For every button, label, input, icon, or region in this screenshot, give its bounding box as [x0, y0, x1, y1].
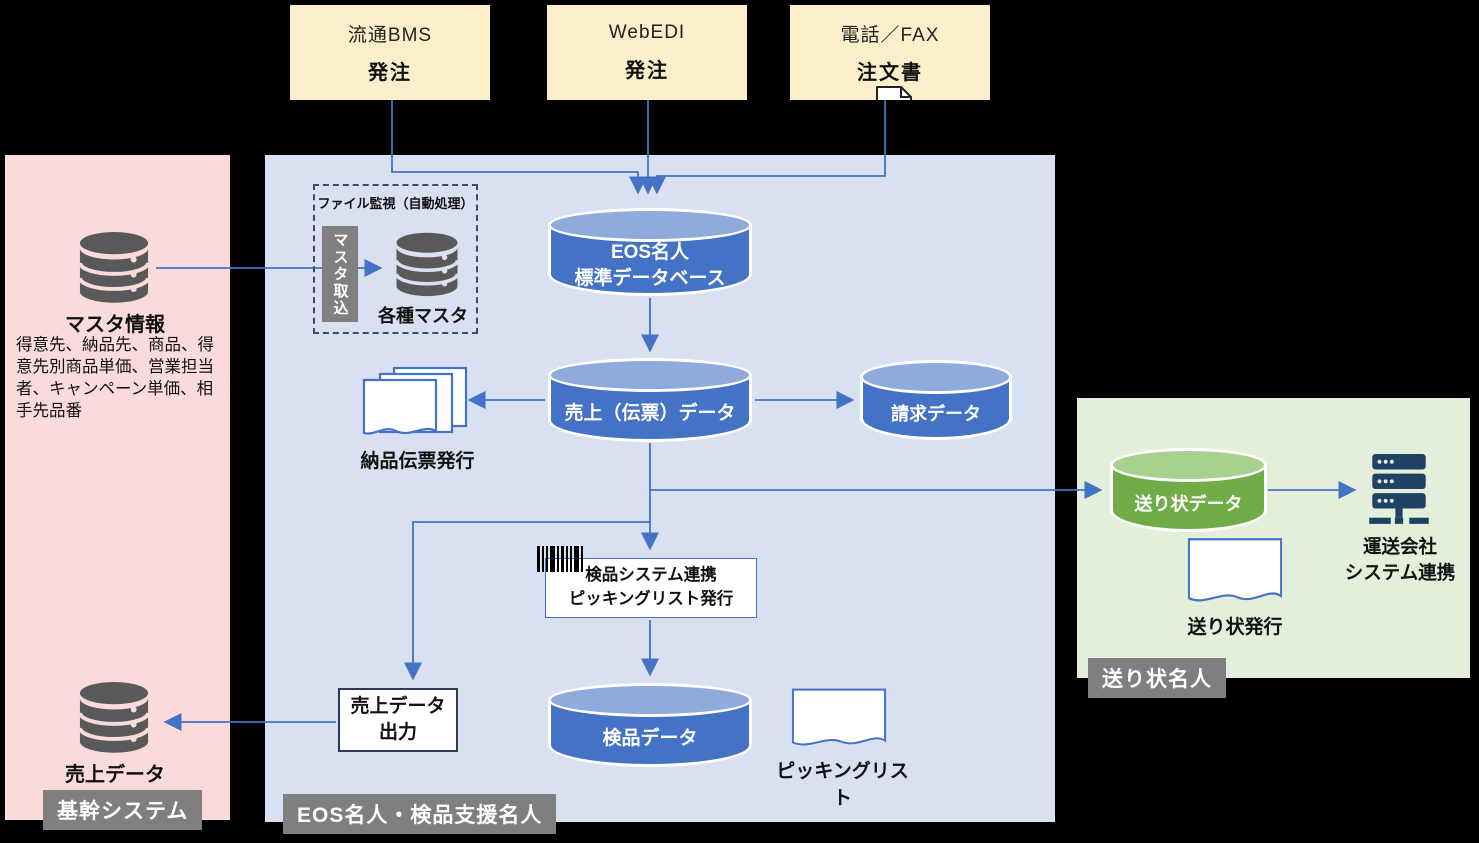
invoice-data-cylinder: 送り状データ: [1110, 448, 1267, 532]
source-box-ryutsu-bms: 流通BMS 発注: [290, 5, 490, 100]
database-icon: [70, 680, 158, 756]
invoice-system-tag: 送り状名人: [1088, 658, 1226, 698]
master-import-box: マスタ取込: [322, 226, 358, 322]
sales-data-output-box: 売上データ 出力: [338, 688, 458, 752]
source-item-label: 発注: [625, 60, 669, 83]
eos-standard-database-cylinder: EOS名人 標準データベース: [548, 208, 752, 296]
sales-slip-data-cylinder: 売上（伝票）データ: [548, 358, 752, 442]
carrier-link-label: 運送会社 システム連携: [1310, 534, 1479, 586]
eos-db-line1: EOS名人: [610, 242, 690, 264]
cylinder-top: [548, 358, 752, 392]
database-icon: [388, 231, 466, 299]
source-item-label: 注文書: [857, 62, 923, 84]
delivery-slip-issue-label: 納品伝票発行: [360, 451, 475, 472]
source-system-label: 電話／FAX: [840, 25, 940, 46]
document-icon: [1186, 536, 1284, 608]
core-sales-data-title: 売上データ: [65, 764, 165, 786]
carrier-link-line2: システム連携: [1344, 561, 1456, 583]
source-box-phone-fax: 電話／FAX 注文書: [790, 5, 990, 100]
master-info-title: マスタ情報: [65, 314, 165, 336]
inspection-link-line2: ピッキングリスト発行: [568, 590, 734, 608]
invoice-db-title: 送り状データ: [1134, 493, 1243, 514]
inspection-link-line1: 検品システム連携: [585, 566, 717, 585]
cylinder-top: [1110, 448, 1267, 482]
inspection-data-cylinder: 検品データ: [548, 683, 752, 767]
source-system-label: WebEDI: [608, 21, 686, 43]
core-system-tag: 基幹システム: [43, 790, 203, 830]
sales-slip-db-title: 売上（伝票）データ: [564, 403, 736, 425]
document-stack-icon: [358, 366, 470, 446]
file-monitor-title: ファイル監視（自動処理）: [317, 196, 474, 211]
invoice-issue-label: 送り状発行: [1187, 617, 1283, 638]
carrier-link-line1: 運送会社: [1362, 536, 1437, 557]
barcode-icon: [537, 546, 583, 573]
cylinder-top: [548, 683, 752, 717]
source-box-webedi: WebEDI 発注: [547, 5, 747, 100]
sales-output-line2: 出力: [378, 722, 417, 743]
picking-list-label: ピッキングリスト: [776, 761, 909, 809]
server-rack-icon: [1366, 452, 1432, 528]
inspection-link-box: 検品システム連携 ピッキングリスト発行: [537, 546, 757, 618]
eos-db-line2: 標準データベース: [574, 268, 726, 289]
cylinder-top: [860, 360, 1012, 394]
invoice-meijin-panel: [1077, 398, 1470, 678]
sales-output-line1: 売上データ: [350, 696, 446, 718]
source-system-label: 流通BMS: [347, 25, 433, 46]
source-item-label: 発注: [368, 62, 412, 84]
cylinder-top: [548, 208, 752, 242]
order-document-icon: [874, 85, 914, 100]
various-masters-label: 各種マスタ: [378, 306, 468, 326]
billing-data-cylinder: 請求データ: [860, 360, 1012, 440]
billing-db-title: 請求データ: [891, 403, 981, 424]
document-icon: [790, 686, 888, 752]
database-icon: [70, 230, 158, 306]
eos-system-tag: EOS名人・検品支援名人: [283, 794, 557, 834]
master-info-details: 得意先、納品先、商品、得意先別商品単価、営業担当者、キャンペーン単価、相手先品番: [16, 336, 214, 421]
inspection-db-title: 検品データ: [602, 728, 698, 750]
